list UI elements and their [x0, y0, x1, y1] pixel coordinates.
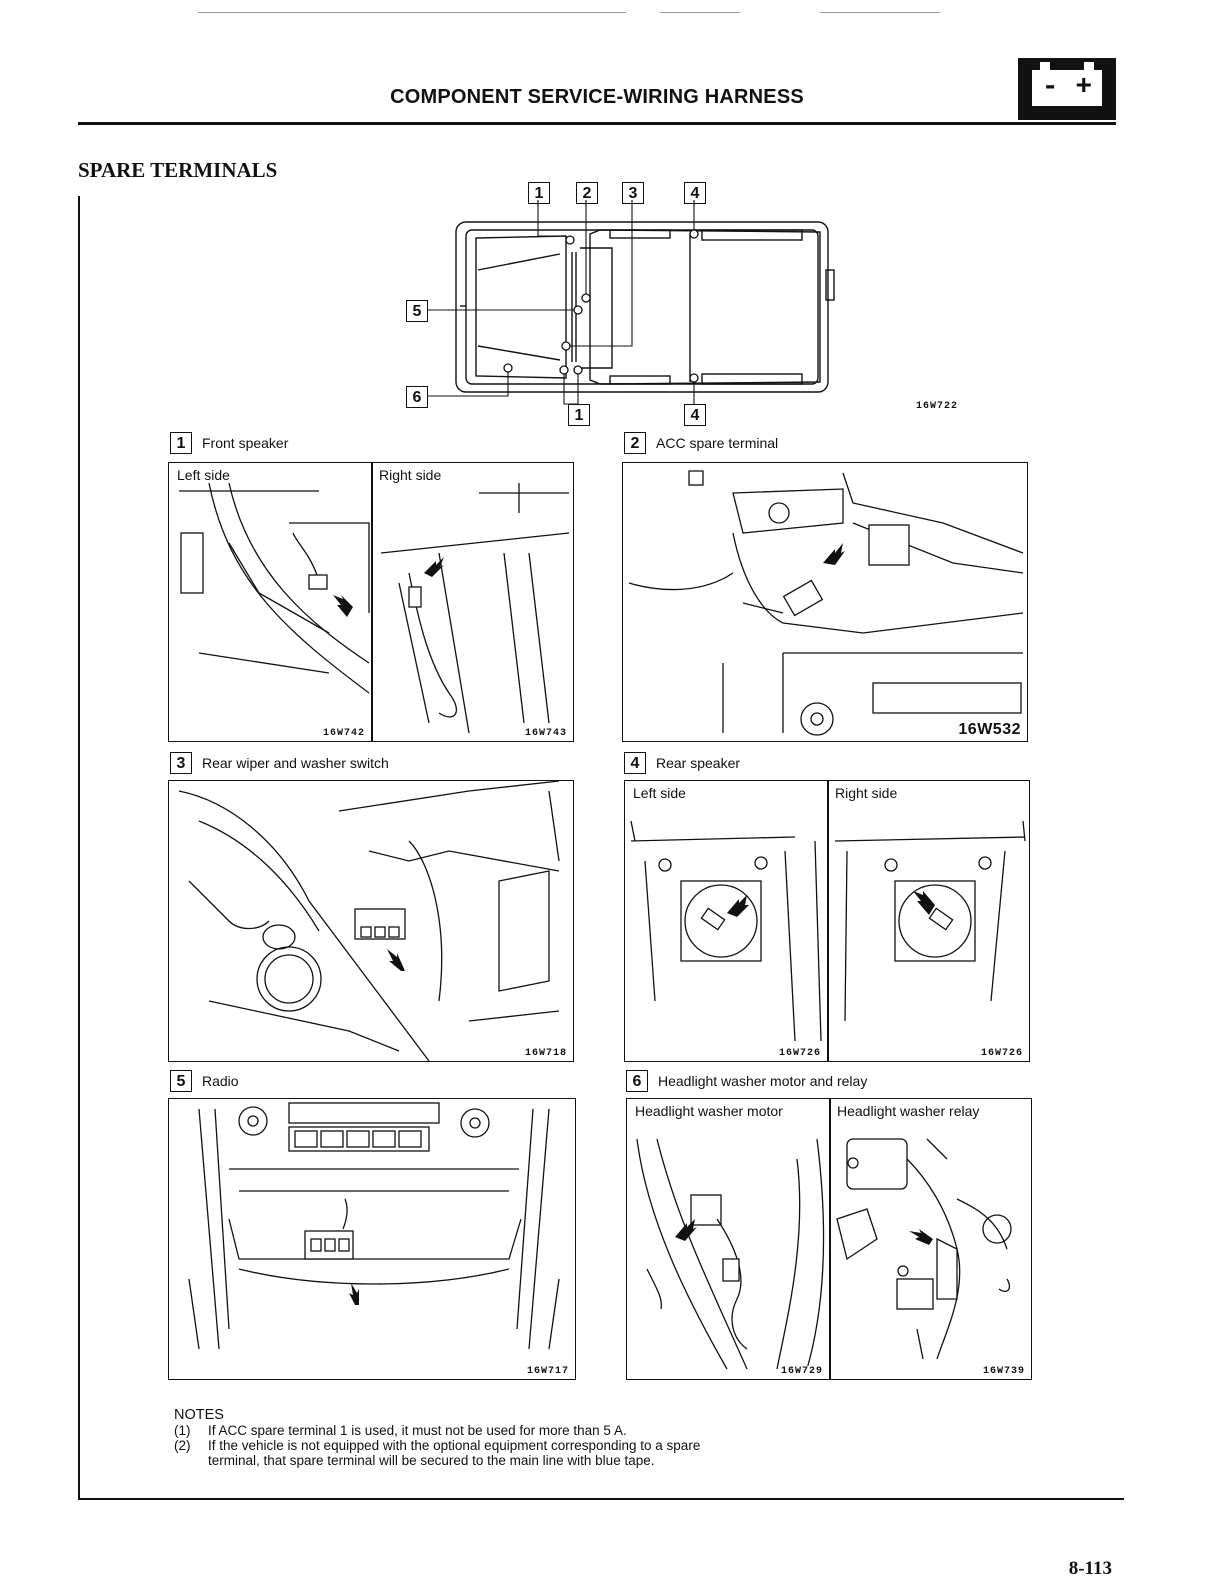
- callout-1: 1: [528, 182, 550, 204]
- callout-4: 4: [684, 182, 706, 204]
- left-side-label: Left side: [175, 467, 232, 483]
- figure-code: 16W726: [978, 1048, 1025, 1059]
- vehicle-topview-illustration: [428, 200, 835, 405]
- front-speaker-illustration: [179, 482, 570, 734]
- panel-front-speaker: Left side Right side 16W742 16W743: [168, 462, 574, 742]
- callout-2: 2: [576, 182, 598, 204]
- top-rule: [820, 12, 940, 13]
- notes-block: NOTES (1) If ACC spare terminal 1 is use…: [174, 1407, 701, 1469]
- figure-code: 16W722: [913, 401, 960, 412]
- caption-rear-wiper-switch: 3 Rear wiper and washer switch: [170, 752, 389, 774]
- caption-text: Headlight washer motor and relay: [658, 1073, 868, 1089]
- note-item: (2) If the vehicle is not equipped with …: [174, 1438, 701, 1453]
- page-title: COMPONENT SERVICE-WIRING HARNESS: [390, 86, 804, 108]
- panel-number: 4: [624, 752, 646, 774]
- header-rule: [78, 122, 1116, 125]
- caption-text: Radio: [202, 1073, 239, 1089]
- footer-rule: [78, 1498, 1124, 1500]
- note-item: terminal, that spare terminal will be se…: [208, 1453, 655, 1468]
- left-side-label: Left side: [631, 785, 688, 801]
- radio-illustration: [188, 1102, 560, 1350]
- caption-front-speaker: 1 Front speaker: [170, 432, 288, 454]
- figure-code: 16W726: [776, 1048, 823, 1059]
- caption-text: Rear wiper and washer switch: [202, 755, 389, 771]
- headlight-washer-illustration: [636, 1138, 1012, 1370]
- callout-5: 5: [406, 300, 428, 322]
- note-item: (1) If ACC spare terminal 1 is used, it …: [174, 1423, 627, 1438]
- top-rule: [198, 12, 626, 13]
- caption-text: ACC spare terminal: [656, 435, 779, 451]
- callout-6: 6: [406, 386, 428, 408]
- figure-code: 16W742: [320, 728, 367, 739]
- panel-number: 2: [624, 432, 646, 454]
- caption-acc-spare-terminal: 2 ACC spare terminal: [624, 432, 778, 454]
- page-number: 8-113: [1068, 1558, 1112, 1579]
- washer-motor-label: Headlight washer motor: [633, 1103, 785, 1119]
- panel-number: 5: [170, 1070, 192, 1092]
- caption-headlight-washer: 6 Headlight washer motor and relay: [626, 1070, 867, 1092]
- caption-text: Front speaker: [202, 435, 289, 451]
- notes-title: NOTES: [174, 1407, 224, 1423]
- panel-number: 1: [170, 432, 192, 454]
- figure-code: 16W739: [980, 1366, 1027, 1377]
- left-margin-rule: [78, 196, 80, 1500]
- panel-headlight-washer: Headlight washer motor Headlight washer …: [626, 1098, 1032, 1380]
- right-side-label: Right side: [377, 467, 444, 483]
- caption-text: Rear speaker: [656, 755, 741, 771]
- panel-number: 3: [170, 752, 192, 774]
- figure-code: 16W532: [956, 721, 1023, 739]
- top-rule: [660, 12, 740, 13]
- section-title: SPARE TERMINALS: [78, 158, 278, 182]
- panel-radio: 16W717: [168, 1098, 576, 1380]
- figure-code: 16W717: [524, 1366, 571, 1377]
- caption-rear-speaker: 4 Rear speaker: [624, 752, 740, 774]
- panel-number: 6: [626, 1070, 648, 1092]
- washer-relay-label: Headlight washer relay: [835, 1103, 982, 1119]
- callout-3: 3: [622, 182, 644, 204]
- panel-rear-speaker: Left side Right side 16W726 16W726: [624, 780, 1030, 1062]
- right-side-label: Right side: [833, 785, 900, 801]
- battery-icon: - +: [1018, 58, 1116, 120]
- figure-code: 16W743: [522, 728, 569, 739]
- caption-radio: 5 Radio: [170, 1070, 239, 1092]
- rear-wiper-switch-illustration: [178, 781, 560, 1061]
- figure-code: 16W718: [522, 1048, 569, 1059]
- callout-1-bottom: 1: [568, 404, 590, 426]
- callout-4-bottom: 4: [684, 404, 706, 426]
- acc-terminal-illustration: [628, 470, 1024, 736]
- panel-acc-spare-terminal: 16W532: [622, 462, 1028, 742]
- rear-speaker-illustration: [630, 820, 1026, 1042]
- figure-code: 16W729: [778, 1366, 825, 1377]
- vehicle-overview-diagram: 1 2 3 4 5 6 1 4 16W722: [400, 178, 960, 428]
- panel-rear-wiper-switch: 16W718: [168, 780, 574, 1062]
